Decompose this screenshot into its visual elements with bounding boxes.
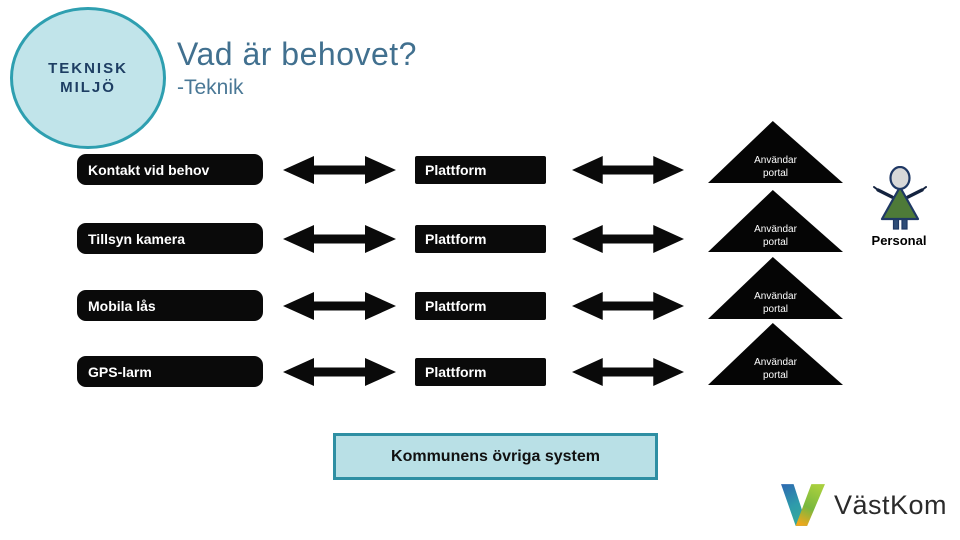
portal-triangle: Användar portal (708, 323, 843, 385)
portal-label-line2: portal (762, 237, 788, 248)
vastkom-logo: VästKom (780, 483, 947, 527)
badge-line-2: MILJÖ (60, 79, 116, 96)
double-arrow-icon (283, 358, 396, 386)
double-arrow-icon (572, 358, 684, 386)
double-arrow-icon (283, 292, 396, 320)
page-subtitle: -Teknik (177, 76, 244, 99)
double-arrow-icon (572, 156, 684, 184)
portal-triangle: Användar portal (708, 190, 843, 252)
vastkom-wordmark: VästKom (834, 489, 948, 520)
portal-triangle: Användar portal (708, 257, 843, 319)
double-arrow-icon (572, 292, 684, 320)
page-title: Vad är behovet? (177, 36, 417, 72)
portal-label-line1: Användar (754, 357, 797, 368)
platform-box: Plattform (415, 358, 546, 386)
need-box: Mobila lås (77, 290, 263, 321)
portal-label-line1: Användar (754, 224, 797, 235)
double-arrow-icon (283, 225, 396, 253)
platform-box: Plattform (415, 156, 546, 184)
portal-label-line2: portal (762, 304, 788, 315)
teknisk-miljo-badge: TEKNISK MILJÖ (10, 7, 166, 149)
portal-label-line1: Användar (754, 291, 797, 302)
need-box: GPS-larm (77, 356, 263, 387)
portal-label-line1: Användar (754, 155, 797, 166)
person-icon (873, 166, 927, 230)
kommunens-system-box: Kommunens övriga system (333, 433, 658, 480)
platform-box: Plattform (415, 225, 546, 253)
person-label: Personal (871, 233, 927, 248)
portal-label-line2: portal (762, 370, 788, 381)
portal-triangle: Användar portal (708, 121, 843, 183)
double-arrow-icon (572, 225, 684, 253)
need-box: Kontakt vid behov (77, 154, 263, 185)
portal-label-line2: portal (762, 168, 788, 179)
personal-figure: Personal (868, 166, 930, 248)
need-box: Tillsyn kamera (77, 223, 263, 254)
double-arrow-icon (283, 156, 396, 184)
vastkom-v-mark-icon (781, 484, 825, 526)
badge-line-1: TEKNISK (48, 60, 128, 77)
platform-box: Plattform (415, 292, 546, 320)
bottom-box-label: Kommunens övriga system (391, 447, 600, 465)
